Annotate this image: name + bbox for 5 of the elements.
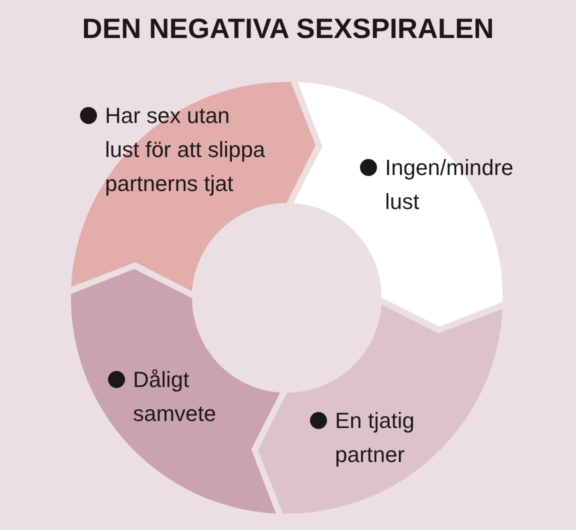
title: DEN NEGATIVA SEXSPIRALEN bbox=[82, 12, 494, 46]
step-label: Dåligt samvete bbox=[132, 366, 218, 428]
step-label: Ingen/mindre lust bbox=[384, 154, 514, 216]
step-label: Har sex utan lust för att slippa partnerns tjat bbox=[104, 102, 266, 198]
step-label: En tjatig partner bbox=[334, 406, 416, 469]
